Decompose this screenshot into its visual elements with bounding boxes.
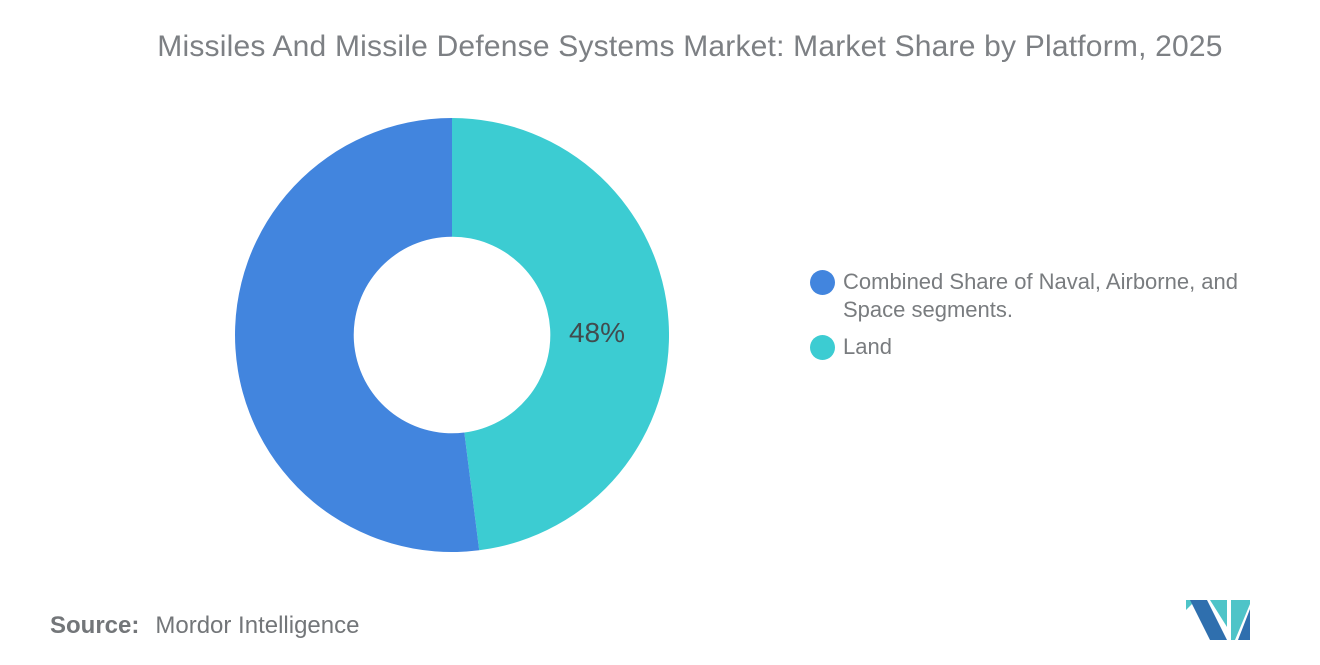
chart-title: Missiles And Missile Defense Systems Mar…	[157, 30, 1223, 63]
legend-marker-teal-icon	[810, 335, 835, 360]
source-attribution: Source: Mordor Intelligence	[50, 612, 359, 640]
logo-shape-blue-triangle	[1238, 609, 1250, 640]
donut-slice-0	[452, 118, 669, 551]
legend-item-label: Land	[843, 334, 892, 359]
donut-svg	[235, 118, 669, 552]
chart-legend: Combined Share of Naval, Airborne, and S…	[810, 268, 1280, 361]
legend-item-label: Combined Share of Naval, Airborne, and S…	[843, 269, 1239, 322]
legend-item-combined: Combined Share of Naval, Airborne, and S…	[810, 268, 1280, 324]
donut-chart: 48%	[235, 118, 669, 552]
slice-data-label: 48%	[568, 317, 626, 348]
donut-slice-1	[235, 118, 480, 552]
logo-shape-teal-middle	[1210, 600, 1227, 627]
legend-marker-blue-icon	[810, 270, 835, 295]
mordor-intelligence-logo	[1186, 600, 1250, 640]
source-name: Mordor Intelligence	[155, 612, 360, 639]
logo-shape-teal-right	[1231, 600, 1250, 640]
logo-shape-blue-band	[1190, 600, 1227, 640]
source-prefix: Source:	[50, 612, 140, 639]
legend-item-land: Land	[810, 333, 1280, 361]
